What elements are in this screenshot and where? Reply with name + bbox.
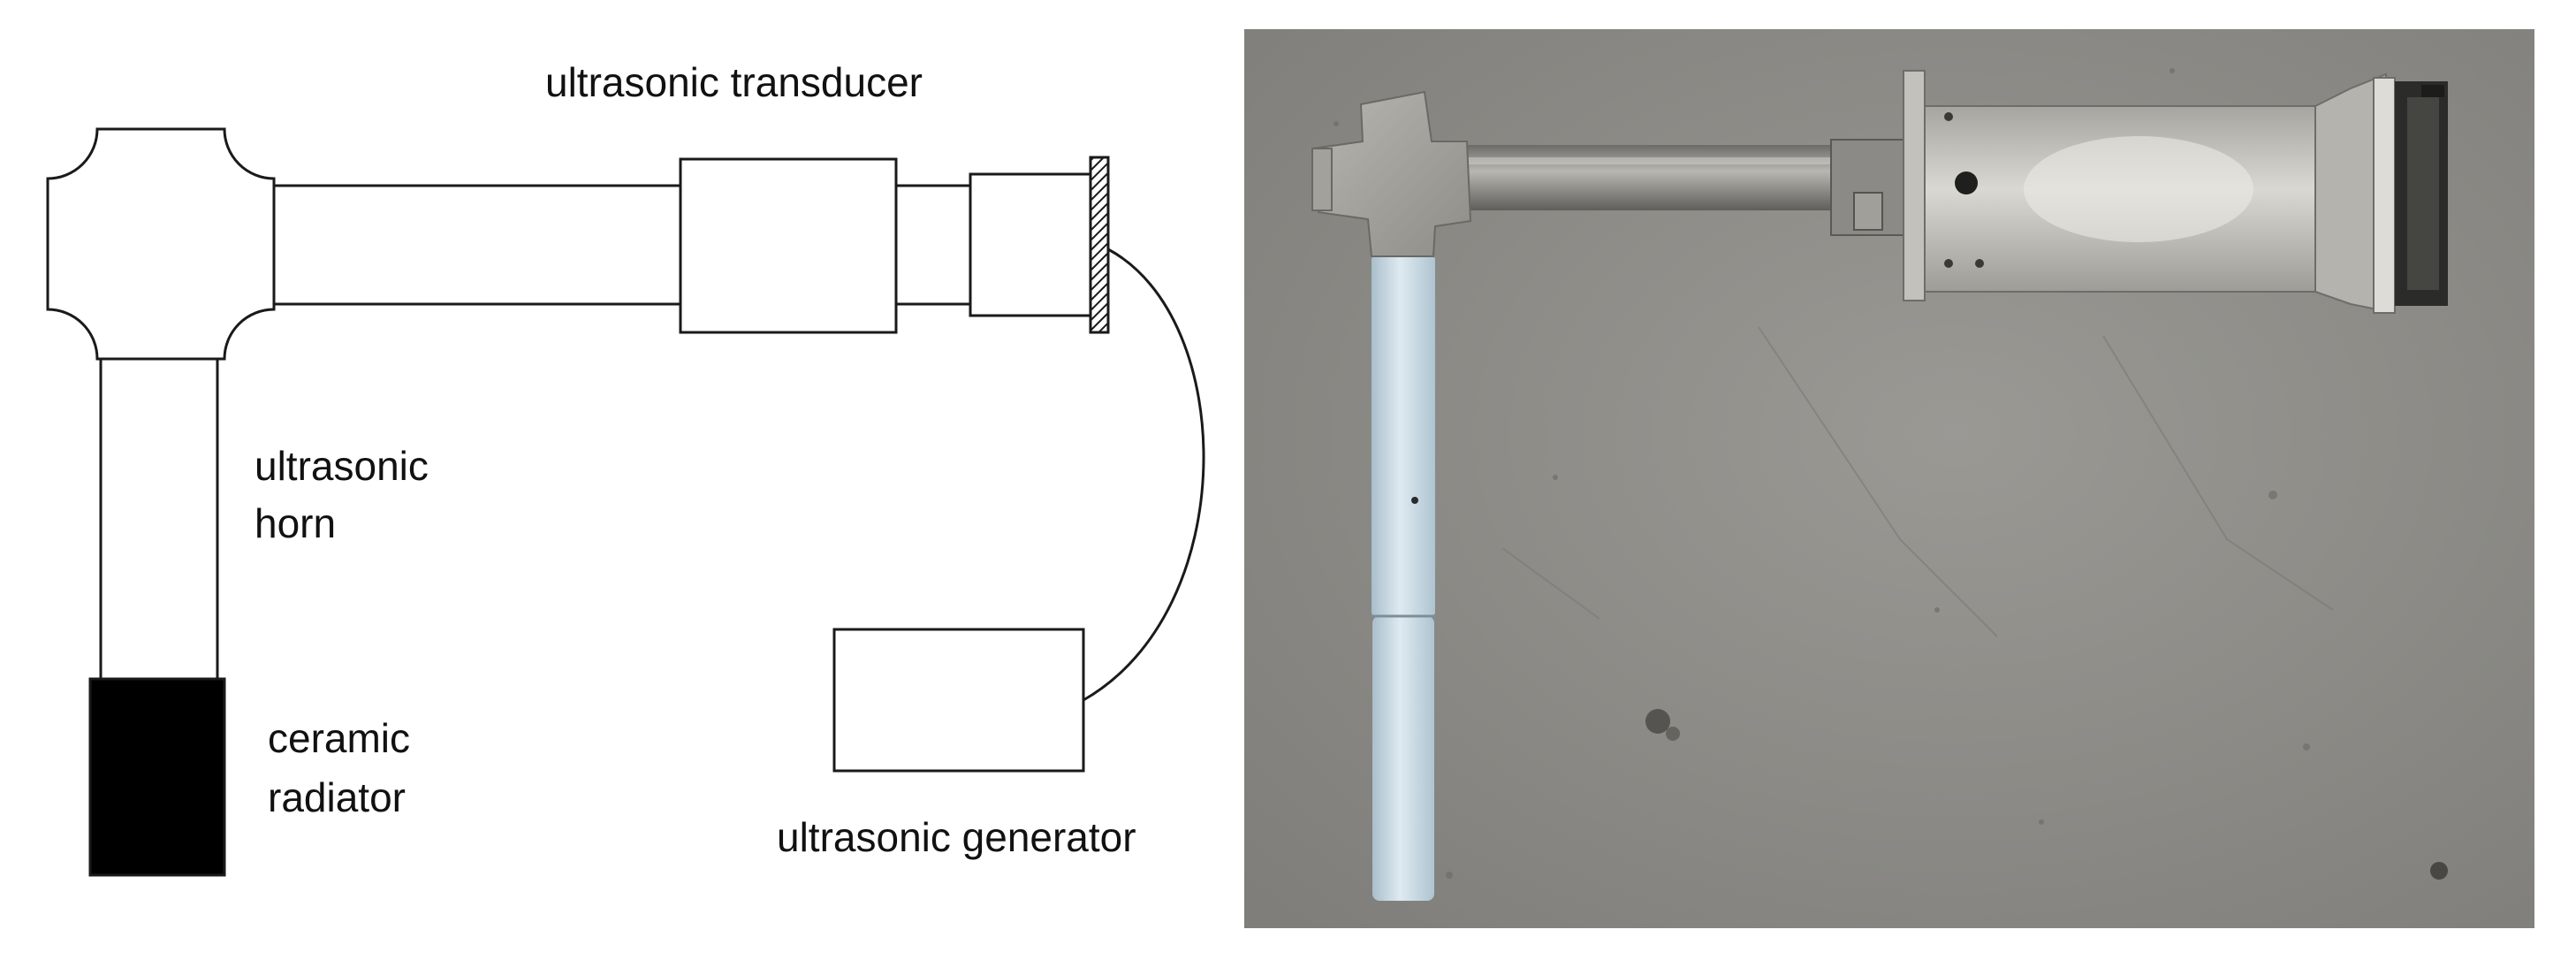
- floor-texture: [1334, 68, 2448, 880]
- label-ultrasonic-generator: ultrasonic generator: [777, 814, 1136, 860]
- ceramic-radiator: [88, 677, 226, 877]
- transducer-block-large: [679, 157, 898, 334]
- photo-housing-hole: [1955, 171, 1978, 194]
- label-ceramic-radiator-line2: radiator: [268, 774, 406, 820]
- photo-horn-tube-upper: [1372, 255, 1435, 617]
- transducer-end-plate: [1089, 156, 1110, 334]
- photo-tube-hole: [1411, 497, 1418, 504]
- ultrasonic-horn: [99, 357, 219, 681]
- connection-cable: [1083, 248, 1205, 702]
- schematic: [46, 127, 1205, 877]
- label-ultrasonic-transducer: ultrasonic transducer: [545, 59, 923, 105]
- photo-horn-tube-lower: [1372, 616, 1434, 901]
- transducer-neck: [894, 184, 972, 306]
- photo-end-plate: [2373, 77, 2396, 314]
- photo-rod: [1467, 145, 1838, 210]
- cross-coupler: [46, 127, 276, 361]
- label-ultrasonic-horn-line1: ultrasonic: [255, 443, 429, 489]
- transducer-block-small: [969, 172, 1092, 317]
- photo-housing-flange: [1903, 70, 1926, 301]
- ultrasonic-generator-box: [832, 628, 1085, 773]
- device-photo: [1244, 29, 2534, 928]
- label-ultrasonic-horn-line2: horn: [255, 500, 336, 546]
- horizontal-rod: [272, 184, 682, 306]
- label-ceramic-radiator-line1: ceramic: [268, 715, 410, 761]
- floor-cracks: [1501, 326, 2334, 637]
